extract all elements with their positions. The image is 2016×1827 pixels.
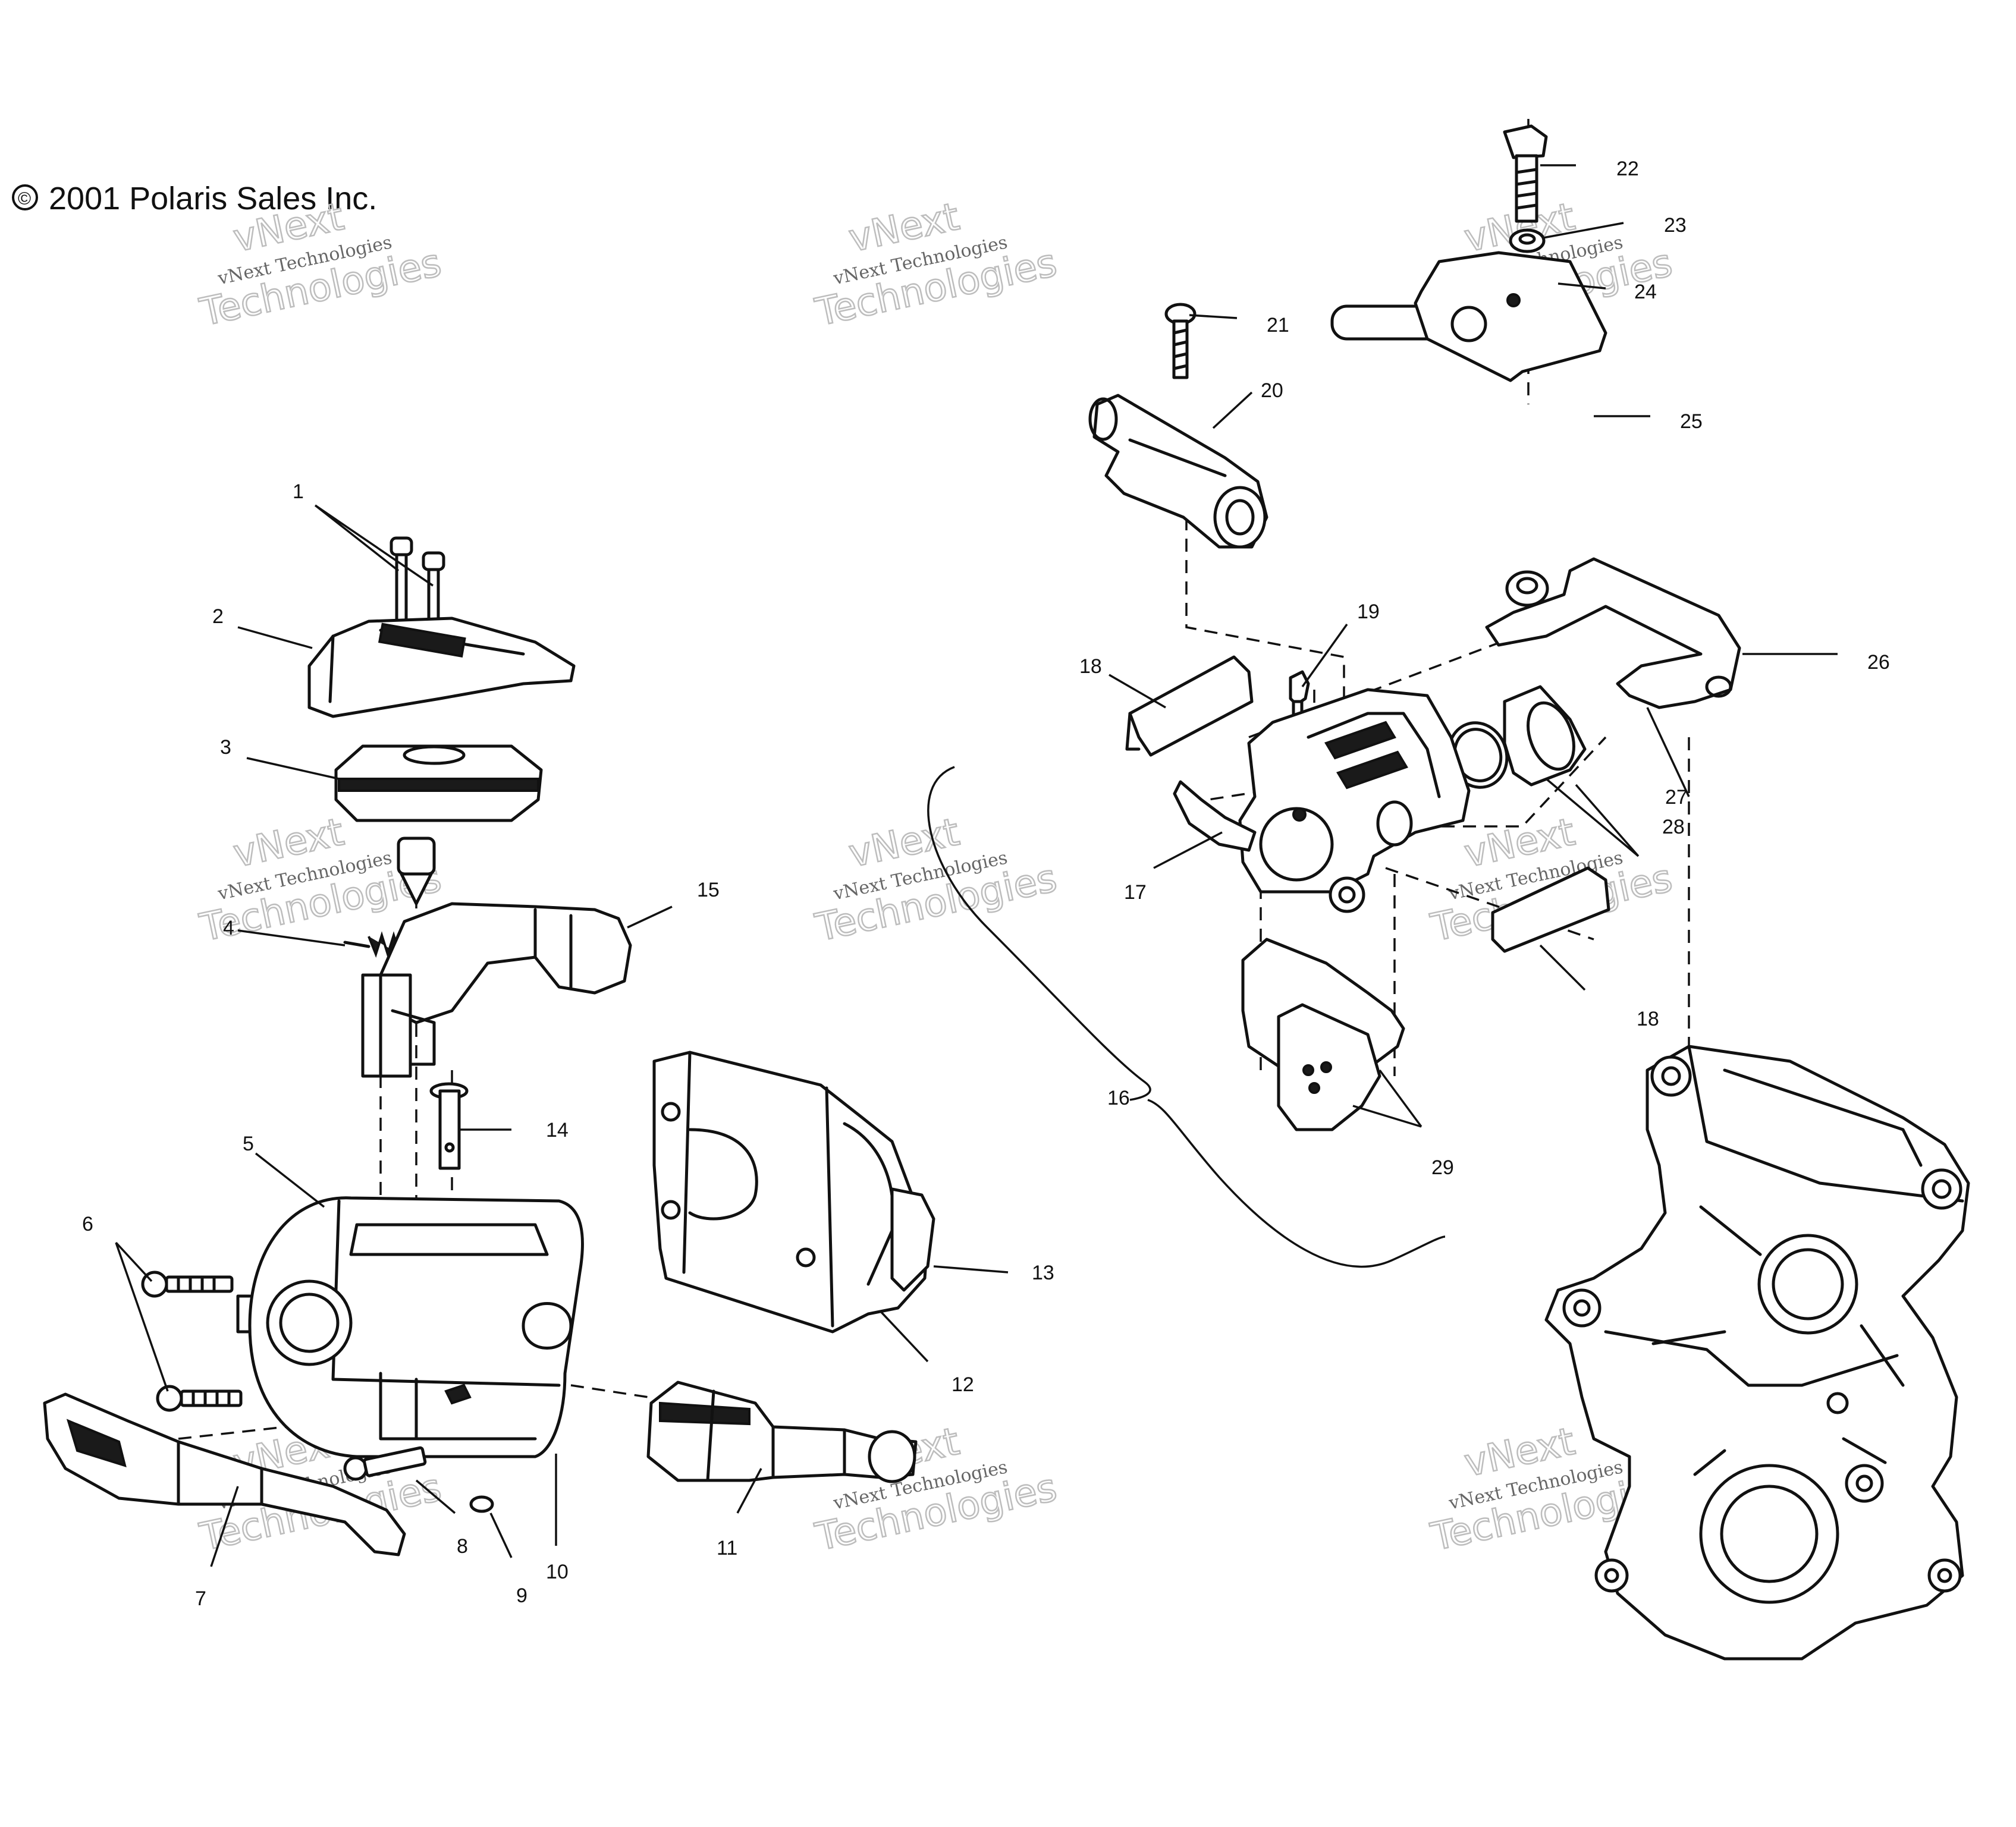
callout-label: 13 [1032,1262,1054,1284]
watermark: vNext vNext Technologies Technologies [811,194,1062,336]
callout-label: 6 [82,1213,93,1235]
part-13-switch-endplate [890,1187,935,1292]
part-reservoir-plug [397,837,436,905]
callout-label: 21 [1267,314,1289,337]
watermark: vNext vNext Technologies Technologies [811,1419,1062,1561]
callout-label: 11 [717,1537,737,1559]
part-21-screw [1164,303,1197,379]
throttle-control-assembly [43,536,935,1556]
part-15-throttle-lever [361,902,632,1078]
callout-label: 23 [1664,214,1687,237]
callout-label: 5 [243,1133,254,1155]
caliper-housing-casting [1544,1045,1970,1661]
part-9-retaining-clip [469,1495,494,1513]
part-2-reservoir-cover [307,617,576,718]
callout-label: 15 [697,879,720,901]
part-7-brake-lever [43,1392,406,1556]
part-27-caliper-piston [1503,685,1587,787]
part-11-throttle-sleeve [646,1381,918,1483]
callout-label: 28 [1662,816,1685,838]
callout-labels: 1 2 3 4 5 6 7 8 9 10 11 12 13 14 15 16 1… [82,158,1890,1610]
part-12-switch-housing [652,1051,930,1334]
callout-label: 4 [223,917,234,939]
part-29-brake-pads [1241,938,1405,1131]
part-25-mount-bracket [1330,251,1607,382]
callout-label: 26 [1867,651,1890,674]
part-23-lock-washer [1509,228,1546,253]
brake-caliper-assembly [927,119,1970,1661]
part-1-cover-screws [390,536,445,642]
leader-lines [115,164,1838,1567]
part-14-pivot-pin [429,1082,469,1170]
callout-label: 20 [1261,379,1283,402]
callout-label: 18 [1637,1008,1659,1030]
callout-label: 14 [546,1119,569,1142]
assembly-line [178,1426,286,1440]
callout-label: 3 [220,736,231,759]
callout-label: 2 [212,605,224,628]
callout-label: 17 [1124,881,1147,904]
callout-label: 8 [457,1535,468,1558]
copyright-notice: © 2001 Polaris Sales Inc. [12,181,377,216]
callout-label: 25 [1680,410,1703,433]
callout-label: 18 [1079,655,1102,678]
callout-label: 16 [1107,1087,1130,1109]
callout-label: 24 [1634,281,1657,303]
callout-label: 1 [293,480,304,503]
part-8-lever-screw [343,1446,427,1481]
callout-label: 10 [546,1561,569,1583]
part-18-pad-spring-lower [1491,866,1610,953]
assembly-line [570,1384,649,1398]
part-3-diaphragm [334,744,543,822]
copyright-circle-icon [12,184,38,210]
callout-label: 29 [1431,1156,1454,1179]
part-26-caliper-bracket [1485,557,1741,709]
part-20-banjo-fitting [1088,394,1268,549]
callout-label: 22 [1616,158,1639,180]
part-16-assembly-brace [927,766,1446,1268]
part-17-caliper-body [1173,688,1471,913]
callout-label: 9 [516,1584,527,1607]
part-22-bolt [1503,124,1548,223]
copyright-text: 2001 Polaris Sales Inc. [49,181,377,216]
part-18-pad-spring-upper [1125,655,1254,757]
callout-label: 27 [1665,786,1688,809]
part-6-housing-screws [141,1271,243,1412]
callout-label: 12 [952,1373,974,1396]
callout-label: 19 [1357,600,1380,623]
copyright-symbol: © [18,189,31,209]
callout-label: 7 [195,1587,206,1610]
part-5-master-cylinder-housing [236,1196,584,1458]
assembly-line [1185,517,1345,731]
